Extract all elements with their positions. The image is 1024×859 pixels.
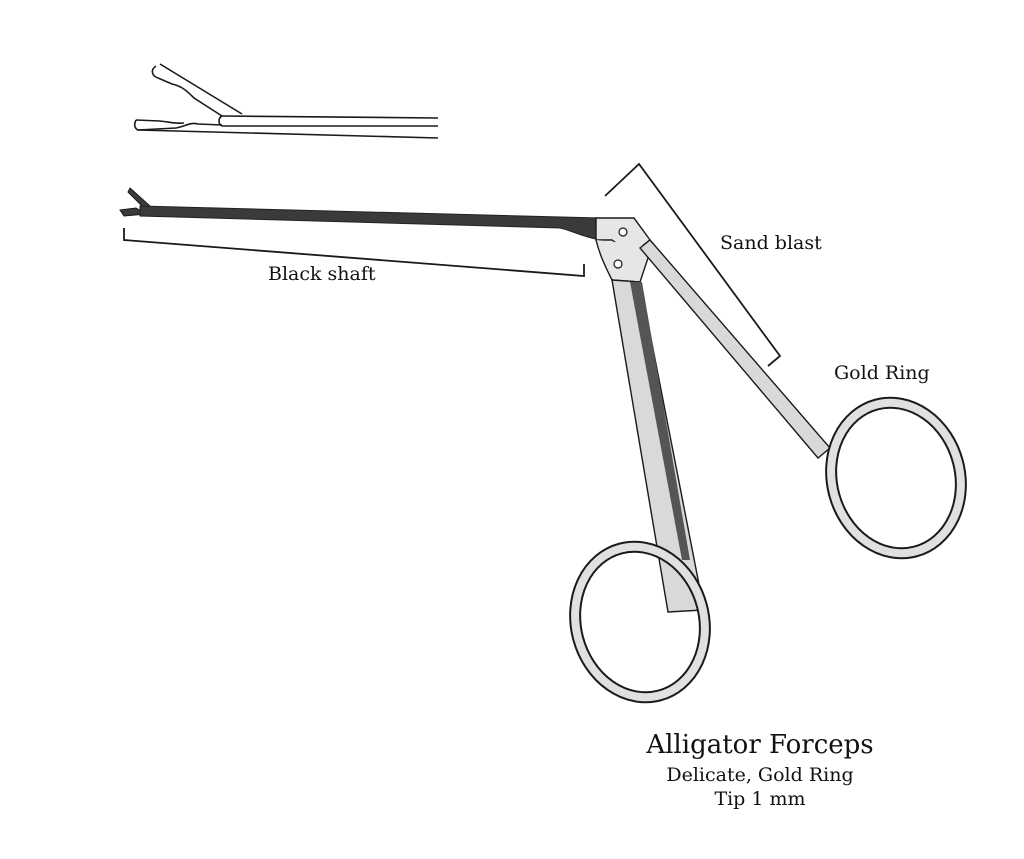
tip-detail-inset (133, 63, 439, 139)
forceps-main (119, 187, 967, 704)
sand-blast-label: Sand blast (720, 232, 822, 254)
black-shaft-label: Black shaft (268, 263, 376, 285)
product-subtitle-1: Delicate, Gold Ring (666, 764, 854, 786)
product-subtitle-2: Tip 1 mm (714, 788, 806, 810)
gold-ring-label: Gold Ring (834, 362, 930, 384)
sand-blast-bracket (604, 162, 782, 367)
product-title: Alligator Forceps (646, 730, 874, 760)
black-shaft-bracket (123, 228, 585, 277)
